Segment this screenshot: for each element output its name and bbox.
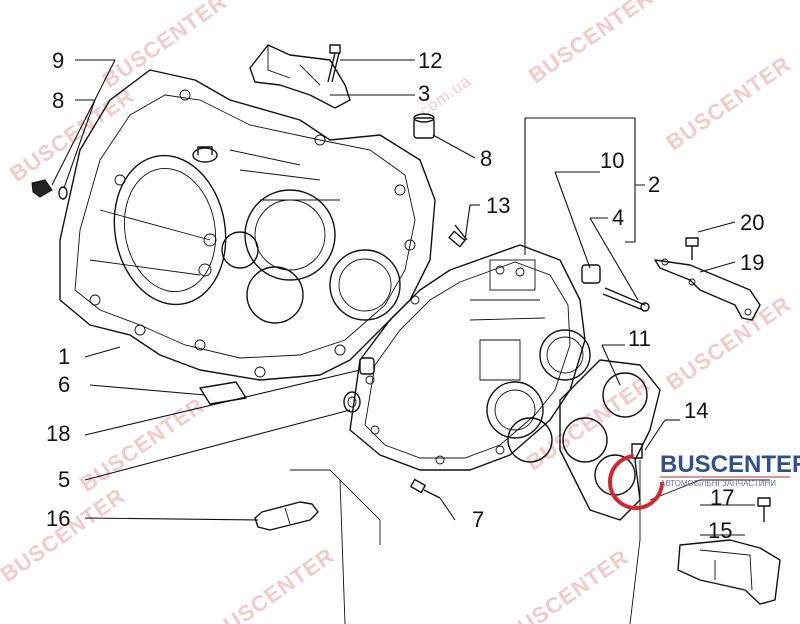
watermark-text: BUSCENTER <box>0 483 130 587</box>
callout-1: 1 <box>58 344 70 369</box>
callout-8: 8 <box>52 88 64 113</box>
buscenter-logo: BUSCENTER АВТОМОБІЛЬНІ ЗАПЧАСТИНИ <box>608 451 800 510</box>
watermark-text: BUSCENTER <box>75 393 209 497</box>
bush-18 <box>359 357 375 375</box>
callout-18: 18 <box>46 421 70 446</box>
clutch-housing <box>59 69 436 381</box>
callout-4: 4 <box>612 205 624 230</box>
callout-5: 5 <box>58 467 70 492</box>
cover-plate <box>249 44 351 109</box>
bolt-20 <box>685 237 699 260</box>
callout-11: 11 <box>628 326 651 351</box>
watermark-text: BUSCENTER <box>499 544 633 624</box>
bolt-13 <box>448 224 468 248</box>
bolt-7 <box>410 478 441 499</box>
watermark-text: BUSCENTER <box>524 0 658 88</box>
callout-15: 15 <box>708 518 732 543</box>
leader-lines <box>51 59 755 536</box>
drain-plug <box>31 179 68 200</box>
breather-plug <box>413 113 435 139</box>
callout-7: 7 <box>472 507 484 532</box>
callout-8: 8 <box>480 146 492 171</box>
bolt-14 <box>631 443 643 459</box>
callout-16: 16 <box>46 506 70 531</box>
reference-lines <box>290 460 770 624</box>
callout-12: 12 <box>418 48 442 73</box>
gearbox-case <box>349 244 591 471</box>
bolt-12 <box>327 44 341 83</box>
watermark-text: BUSCENTER <box>5 83 139 187</box>
sensor-16 <box>254 501 319 531</box>
logo-tagline: АВТОМОБІЛЬНІ ЗАПЧАСТИНИ <box>660 479 776 488</box>
logo-text: BUSCENTER <box>660 451 800 478</box>
watermark-text: BUSCENTER <box>205 543 339 624</box>
callout-2: 2 <box>648 172 660 197</box>
watermark-text: BUSCENTER <box>98 0 232 93</box>
callout-9: 9 <box>52 48 64 73</box>
callout-14: 14 <box>684 398 708 423</box>
callout-20: 20 <box>740 210 764 235</box>
bracket-19 <box>654 258 761 321</box>
callout-3: 3 <box>418 81 430 106</box>
plate-6 <box>199 381 247 405</box>
bolt-17 <box>757 497 771 522</box>
callout-13: 13 <box>486 193 510 218</box>
callout-labels: 9 8 12 3 8 13 10 2 4 20 19 11 14 17 15 1… <box>46 48 764 543</box>
watermark-text: BUSCENTER <box>661 51 795 155</box>
callout-19: 19 <box>740 250 764 275</box>
callout-10: 10 <box>600 148 624 173</box>
bush-10 <box>581 264 601 284</box>
callout-6: 6 <box>58 372 70 397</box>
watermark-text: BUSCENTER <box>661 291 795 395</box>
pin-4 <box>602 287 650 312</box>
seal-5 <box>343 391 361 413</box>
bracket-15 <box>677 539 781 605</box>
callout-17: 17 <box>710 485 734 510</box>
